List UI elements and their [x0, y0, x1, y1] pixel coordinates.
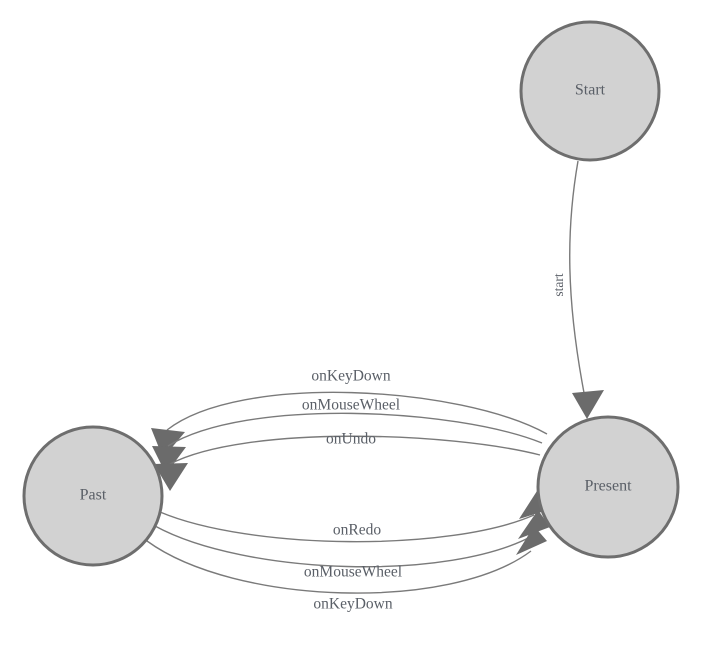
edge-present-to-past-onkeydown-path — [166, 391, 548, 435]
node-past-circle — [22, 425, 164, 567]
node-past[interactable]: Past — [22, 425, 164, 567]
edge-label-past-present-onredo: onRedo — [333, 522, 381, 539]
edge-label-past-present-onkeydown: onKeyDown — [313, 596, 392, 613]
node-present-circle — [536, 415, 680, 559]
edge-start-to-present-path — [569, 160, 586, 399]
edge-past-to-present-onredo-path — [159, 511, 535, 543]
edge-past-to-present-onredo[interactable]: onRedo — [159, 491, 551, 543]
edge-present-to-past-onmousewheel-path — [167, 412, 543, 447]
edge-start-to-present-arrowhead — [572, 390, 604, 419]
node-start[interactable]: Start — [519, 20, 661, 162]
node-start-circle — [519, 20, 661, 162]
edge-present-to-past-onkeydown[interactable]: onKeyDown — [151, 368, 548, 458]
edge-past-to-present-onkeydown-path — [146, 540, 532, 594]
edge-present-to-past-onmousewheel-arrowhead — [152, 446, 186, 474]
edge-past-to-present-onmousewheel-path — [154, 525, 535, 568]
edge-present-to-past-onundo-arrowhead — [154, 463, 188, 491]
edge-past-to-present-onkeydown-arrowhead — [516, 526, 547, 555]
edge-past-to-present-onmousewheel[interactable]: onMouseWheel — [154, 510, 550, 581]
edge-present-to-past-onundo[interactable]: onUndo — [154, 431, 541, 491]
edge-label-start: start — [551, 273, 566, 296]
edge-label-present-past-onkeydown: onKeyDown — [311, 368, 390, 385]
edge-present-to-past-onmousewheel[interactable]: onMouseWheel — [152, 397, 543, 474]
edge-present-to-past-onundo-path — [169, 435, 541, 465]
node-present[interactable]: Present — [536, 415, 680, 559]
edge-label-present-past-onundo: onUndo — [326, 431, 376, 448]
edge-past-to-present-onmousewheel-arrowhead — [518, 510, 550, 539]
edge-past-to-present-onkeydown[interactable]: onKeyDown — [146, 526, 547, 613]
edge-label-present-past-onmousewheel: onMouseWheel — [302, 397, 400, 414]
node-past-label: Past — [80, 487, 107, 504]
edge-label-past-present-onmousewheel: onMouseWheel — [304, 564, 402, 581]
node-start-label: Start — [575, 82, 606, 99]
edge-present-to-past-onkeydown-arrowhead — [151, 428, 185, 458]
node-present-label: Present — [584, 478, 632, 495]
edge-start-to-present[interactable]: start — [551, 160, 604, 419]
edge-past-to-present-onredo-arrowhead — [519, 491, 551, 519]
